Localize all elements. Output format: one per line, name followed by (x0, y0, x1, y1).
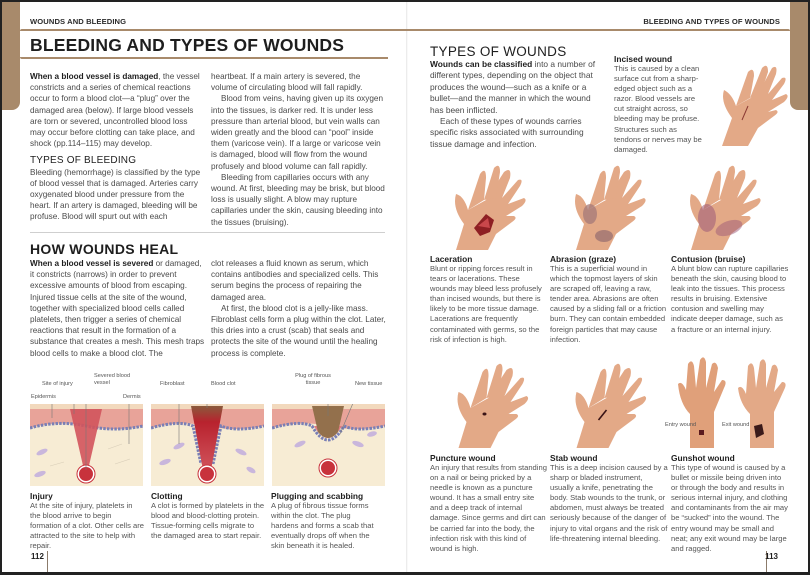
header-rule-left (20, 29, 407, 31)
stab-text: This is a deep incision caused by a shar… (550, 463, 668, 543)
plugging-caption: Plugging and scabbing A plug of fibrous … (271, 491, 377, 551)
abrasion-hand (575, 165, 646, 250)
how-wounds-heal-heading: HOW WOUNDS HEAL (30, 241, 179, 257)
heal-text: or damaged, it constricts (narrows) in o… (30, 259, 205, 358)
intro-text: , the vessel constricts and a series of … (30, 72, 200, 149)
section-divider (30, 232, 385, 233)
label-exit-wound: Exit wound (722, 422, 750, 428)
plugging-diagram (272, 404, 385, 486)
laceration-caption: Laceration Blunt or ripping forces resul… (430, 254, 548, 345)
puncture-text: An injury that results from standing on … (430, 463, 547, 553)
running-head-right: BLEEDING AND TYPES OF WOUNDS (643, 17, 780, 26)
abrasion-title: Abrasion (graze) (550, 254, 617, 264)
contusion-caption: Contusion (bruise) A blunt blow can rupt… (671, 254, 789, 335)
laceration-hand (455, 165, 526, 250)
intro-column-1: When a blood vessel is damaged, the vess… (30, 71, 202, 223)
heal-col2-p1: clot releases a fluid known as serum, wh… (211, 259, 379, 302)
chapter-tab-left (2, 2, 20, 110)
stab-title: Stab wound (550, 453, 598, 463)
header-rule-right (403, 29, 790, 31)
types-text-2: Each of these types of wounds carries sp… (430, 116, 584, 149)
types-of-bleeding-heading: TYPES OF BLEEDING (30, 155, 137, 167)
running-head-left: WOUNDS AND BLEEDING (30, 17, 127, 26)
heal-lead: When a blood vessel is severed (30, 259, 154, 268)
page-number-left: 112 (31, 552, 44, 561)
types-text: into a number of different types, depend… (430, 59, 596, 115)
label-new-tissue: New tissue (355, 381, 383, 387)
intro-col2-p2: Blood from veins, having given up its ox… (211, 94, 384, 171)
types-of-bleeding-text: Bleeding (hemorrhage) is classified by t… (30, 167, 201, 222)
types-lead: Wounds can be classified (430, 59, 533, 69)
heal-column-2: clot releases a fluid known as serum, wh… (211, 258, 387, 359)
incised-text: This is caused by a clean surface cut fr… (614, 64, 702, 154)
clotting-text: A clot is formed by platelets in the blo… (151, 501, 265, 541)
contusion-title: Contusion (bruise) (671, 254, 746, 264)
intro-lead: When a blood vessel is damaged (30, 72, 159, 81)
label-fibroblast: Fibroblast (160, 381, 185, 387)
label-severed-blood-vessel: Severed blood vessel (94, 373, 131, 386)
label-site-of-injury: Site of injury (42, 381, 73, 387)
intro-col2-p1: heartbeat. If a main artery is severed, … (211, 72, 363, 93)
abrasion-caption: Abrasion (graze) This is a superficial w… (550, 254, 668, 345)
puncture-caption: Puncture wound An injury that results fr… (430, 453, 548, 554)
page-number-right: 113 (765, 552, 778, 561)
label-epidermis: Epidermis (31, 394, 56, 400)
clotting-diagram (151, 404, 264, 486)
plugging-text: A plug of fibrous tissue forms within th… (271, 501, 374, 551)
chapter-tab-right (790, 2, 808, 110)
label-dermis: Dermis (123, 394, 141, 400)
intro-col2-p3: Bleeding from capillaries occurs with an… (211, 172, 385, 227)
plugging-title: Plugging and scabbing (271, 491, 364, 501)
label-blood-clot: Blood clot (211, 381, 236, 387)
injury-caption: Injury At the site of injury, platelets … (30, 491, 144, 551)
label-entry-wound: Entry wound (665, 422, 697, 428)
incised-wound-hand (722, 65, 788, 146)
abrasion-text: This is a superficial wound in which the… (550, 264, 667, 344)
gunshot-entry-hand (678, 357, 726, 448)
gutter (406, 2, 408, 572)
incised-wound-caption: Incised wound This is caused by a clean … (614, 54, 706, 155)
stab-hand (575, 363, 647, 448)
contusion-text: A blunt blow can rupture capillaries ben… (671, 264, 789, 334)
clotting-title: Clotting (151, 491, 183, 501)
clotting-caption: Clotting A clot is formed by platelets i… (151, 491, 265, 541)
types-intro: Wounds can be classified into a number o… (430, 59, 598, 150)
puncture-title: Puncture wound (430, 453, 496, 463)
page-number-rule-left (47, 551, 48, 572)
injury-text: At the site of injury, platelets in the … (30, 501, 144, 551)
laceration-text: Blunt or ripping forces result in tears … (430, 264, 542, 344)
puncture-hand (457, 363, 529, 448)
heal-col2-p2: At first, the blood clot is a jelly-like… (211, 303, 386, 358)
incised-title: Incised wound (614, 54, 673, 64)
heal-column-1: When a blood vessel is severed or damage… (30, 258, 206, 359)
stab-caption: Stab wound This is a deep incision cause… (550, 453, 668, 544)
gunshot-caption: Gunshot wound This type of wound is caus… (671, 453, 789, 554)
gunshot-exit-hand (738, 359, 786, 448)
contusion-hand (690, 165, 761, 250)
gunshot-title: Gunshot wound (671, 453, 735, 463)
types-of-wounds-heading: TYPES OF WOUNDS (430, 44, 567, 59)
injury-diagram (30, 404, 143, 486)
intro-column-2: heartbeat. If a main artery is severed, … (211, 71, 387, 228)
gunshot-text: This type of wound is caused by a bullet… (671, 463, 788, 553)
page-number-rule-right (766, 551, 767, 572)
injury-title: Injury (30, 491, 53, 501)
label-plug-of-fibrous-tissue: Plug of fibrous tissue (295, 373, 331, 386)
title-rule (20, 57, 388, 59)
laceration-title: Laceration (430, 254, 473, 264)
page-title: BLEEDING AND TYPES OF WOUNDS (30, 35, 345, 55)
